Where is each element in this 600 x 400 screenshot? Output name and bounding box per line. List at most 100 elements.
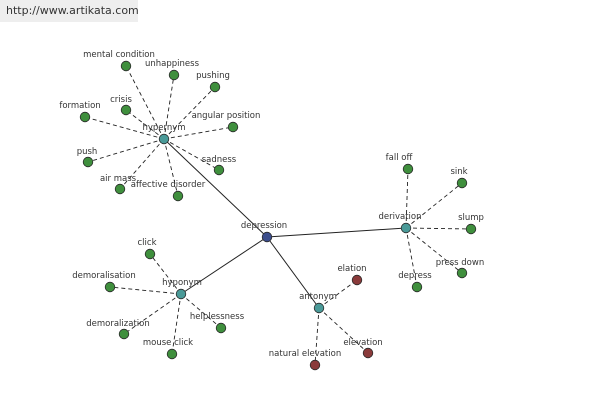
word-node-circle[interactable] <box>118 328 130 340</box>
relation-node-hypernym[interactable]: hypernym <box>142 123 186 145</box>
edge-depression-hyponym <box>180 236 268 295</box>
edge-hypernym-crisis <box>125 109 165 140</box>
edge-derivation-slump <box>405 227 472 230</box>
relation-node-derivation[interactable]: derivation <box>378 212 422 234</box>
word-node-label: sink <box>450 167 467 177</box>
word-node-circle[interactable] <box>166 348 178 360</box>
word-node-circle[interactable] <box>215 322 227 334</box>
word-node-fall-off[interactable]: fall off <box>386 153 414 175</box>
word-node-elation[interactable]: elation <box>337 264 367 286</box>
word-node-circle[interactable] <box>120 104 132 116</box>
source-url-link[interactable]: http://www.artikata.com <box>0 0 139 22</box>
relation-node-hyponym[interactable]: hyponym <box>162 278 202 300</box>
relation-node-label: hypernym <box>142 123 185 133</box>
word-node-circle[interactable] <box>362 347 374 359</box>
center-node-depression[interactable]: depression <box>241 221 287 243</box>
word-node-label: formation <box>59 101 100 111</box>
relation-node-circle[interactable] <box>175 288 187 300</box>
word-node-click[interactable]: click <box>138 238 157 260</box>
word-node-circle[interactable] <box>209 81 221 93</box>
edge-hypernym-affective-disorder <box>163 138 179 197</box>
word-node-depress[interactable]: depress <box>398 271 432 293</box>
word-node-circle[interactable] <box>144 248 156 260</box>
word-node-circle[interactable] <box>351 274 363 286</box>
word-node-circle[interactable] <box>465 223 477 235</box>
word-node-mental-condition[interactable]: mental condition <box>83 50 155 72</box>
word-node-helplessness[interactable]: helplessness <box>190 312 245 334</box>
word-node-circle[interactable] <box>172 190 184 202</box>
word-node-label: air mass <box>100 174 137 184</box>
word-node-label: elevation <box>343 338 382 348</box>
edge-hypernym-unhappiness <box>163 74 175 140</box>
word-node-formation[interactable]: formation <box>59 101 101 123</box>
word-node-angular-position[interactable]: angular position <box>192 111 261 133</box>
edge-hypernym-angular-position <box>163 126 234 140</box>
word-node-circle[interactable] <box>168 69 180 81</box>
word-node-demoralisation[interactable]: demoralisation <box>72 271 136 293</box>
word-node-mouse-click[interactable]: mouse click <box>143 338 193 360</box>
edge-depression-derivation <box>266 227 407 238</box>
word-node-circle[interactable] <box>213 164 225 176</box>
word-node-circle[interactable] <box>104 281 116 293</box>
word-node-crisis[interactable]: crisis <box>110 95 132 116</box>
word-node-label: unhappiness <box>145 59 200 69</box>
word-node-label: demoralisation <box>72 271 135 281</box>
edge-derivation-fall-off <box>405 168 409 229</box>
word-node-unhappiness[interactable]: unhappiness <box>145 59 200 81</box>
word-node-circle[interactable] <box>456 267 468 279</box>
center-node-circle[interactable] <box>261 231 273 243</box>
word-node-pushing[interactable]: pushing <box>196 71 230 93</box>
word-node-label: affective disorder <box>131 180 206 190</box>
edge-antonym-elation <box>318 279 358 309</box>
word-node-press-down[interactable]: press down <box>436 258 484 279</box>
word-node-circle[interactable] <box>456 177 468 189</box>
word-node-natural-elevation[interactable]: natural elevation <box>269 349 341 371</box>
word-node-circle[interactable] <box>120 60 132 72</box>
center-node-label: depression <box>241 221 287 231</box>
edge-derivation-depress <box>405 227 418 288</box>
word-node-slump[interactable]: slump <box>458 213 484 235</box>
word-node-circle[interactable] <box>309 359 321 371</box>
relation-node-label: antonym <box>299 292 337 302</box>
edge-hypernym-push <box>87 138 165 163</box>
word-node-label: depress <box>398 271 432 281</box>
word-node-circle[interactable] <box>227 121 239 133</box>
word-node-sink[interactable]: sink <box>450 167 468 189</box>
word-node-label: demoralization <box>86 319 149 329</box>
word-node-circle[interactable] <box>82 156 94 168</box>
graph-edges <box>84 65 472 366</box>
word-node-circle[interactable] <box>411 281 423 293</box>
word-node-label: click <box>138 238 157 248</box>
word-node-label: push <box>77 147 98 157</box>
edge-antonym-natural-elevation <box>314 307 320 366</box>
word-node-affective-disorder[interactable]: affective disorder <box>131 180 206 202</box>
edge-depression-hypernym <box>163 138 268 238</box>
word-node-elevation[interactable]: elevation <box>343 338 383 359</box>
word-node-circle[interactable] <box>114 183 126 195</box>
relation-node-circle[interactable] <box>313 302 325 314</box>
relation-node-label: hyponym <box>162 278 202 288</box>
word-node-sadness[interactable]: sadness <box>202 155 237 176</box>
relation-node-antonym[interactable]: antonym <box>299 292 337 314</box>
relation-node-circle[interactable] <box>400 222 412 234</box>
edge-derivation-sink <box>405 182 463 229</box>
word-node-label: mouse click <box>143 338 193 348</box>
word-node-air-mass[interactable]: air mass <box>100 174 137 195</box>
word-node-label: sadness <box>202 155 237 165</box>
word-node-push[interactable]: push <box>77 147 98 168</box>
word-node-demoralization[interactable]: demoralization <box>86 319 150 340</box>
edge-hyponym-mouse-click <box>171 293 182 355</box>
word-node-label: fall off <box>386 153 414 163</box>
edge-derivation-press-down <box>405 227 463 274</box>
word-node-label: angular position <box>192 111 261 121</box>
word-node-label: mental condition <box>83 50 155 60</box>
word-node-circle[interactable] <box>79 111 91 123</box>
word-node-label: crisis <box>110 95 132 105</box>
word-node-circle[interactable] <box>402 163 414 175</box>
word-node-label: natural elevation <box>269 349 341 359</box>
word-node-label: press down <box>436 258 484 268</box>
word-node-label: slump <box>458 213 484 223</box>
relation-node-circle[interactable] <box>158 133 170 145</box>
edge-hypernym-sadness <box>163 138 220 171</box>
